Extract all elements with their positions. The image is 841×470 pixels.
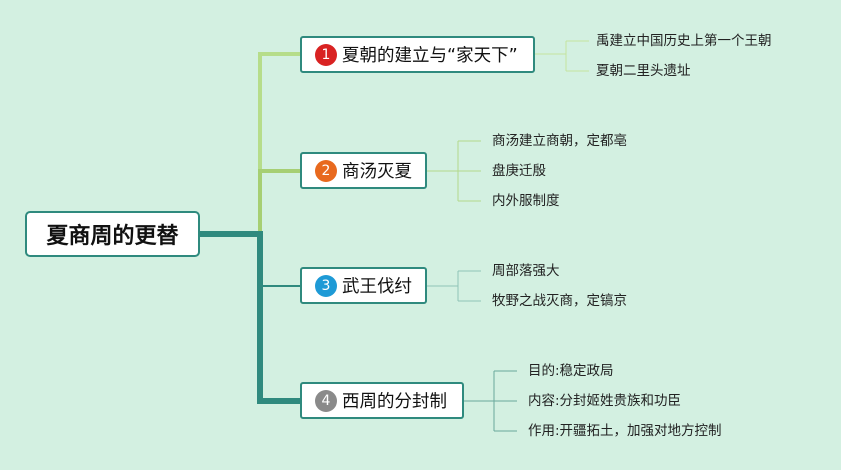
topic-4[interactable]: 4 西周的分封制	[300, 382, 464, 419]
connector-branch-4	[257, 231, 303, 404]
connector-branch-2	[258, 169, 302, 234]
topic-4-subitem-1[interactable]: 目的:稳定政局	[528, 363, 614, 379]
number-3-badge-icon: 3	[315, 274, 337, 297]
root-topic[interactable]: 夏商周的更替	[25, 211, 200, 257]
connector-sub-3	[427, 270, 481, 302]
topic-4-subitem-3[interactable]: 作用:开疆拓土，加强对地方控制	[528, 423, 722, 439]
topic-3-subitem-1[interactable]: 周部落强大	[492, 263, 560, 279]
topic-2-subitem-3[interactable]: 内外服制度	[492, 193, 560, 209]
topic-1-subitem-1[interactable]: 禹建立中国历史上第一个王朝	[596, 33, 772, 49]
topic-1-subitem-2[interactable]: 夏朝二里头遗址	[596, 63, 691, 79]
topic-3[interactable]: 3 武王伐纣	[300, 267, 427, 304]
root-topic-label: 夏商周的更替	[46, 224, 179, 249]
number-4-badge-icon: 4	[315, 389, 337, 412]
topic-2-subitem-1[interactable]: 商汤建立商朝，定都亳	[492, 133, 627, 149]
connector-sub-4	[464, 370, 517, 432]
topic-2-subitem-2[interactable]: 盘庚迁殷	[492, 163, 546, 179]
topic-2[interactable]: 2 商汤灭夏	[300, 152, 427, 189]
connector-branch-1	[258, 52, 302, 234]
topic-1-label: 夏朝的建立与“家天下”	[342, 46, 518, 66]
topic-3-label: 武王伐纣	[342, 277, 412, 297]
connector-branch-3	[259, 233, 301, 287]
topic-4-subitem-2[interactable]: 内容:分封姬姓贵族和功臣	[528, 393, 682, 409]
connector-sub-1	[535, 40, 589, 72]
topic-2-label: 商汤灭夏	[342, 162, 412, 182]
topic-3-subitem-2[interactable]: 牧野之战灭商，定镐京	[492, 293, 627, 309]
connector-sub-2	[427, 140, 481, 202]
number-2-badge-icon: 2	[315, 159, 337, 182]
number-1-badge-icon: 1	[315, 43, 337, 66]
topic-4-label: 西周的分封制	[342, 392, 447, 412]
topic-1[interactable]: 1 夏朝的建立与“家天下”	[300, 36, 535, 73]
